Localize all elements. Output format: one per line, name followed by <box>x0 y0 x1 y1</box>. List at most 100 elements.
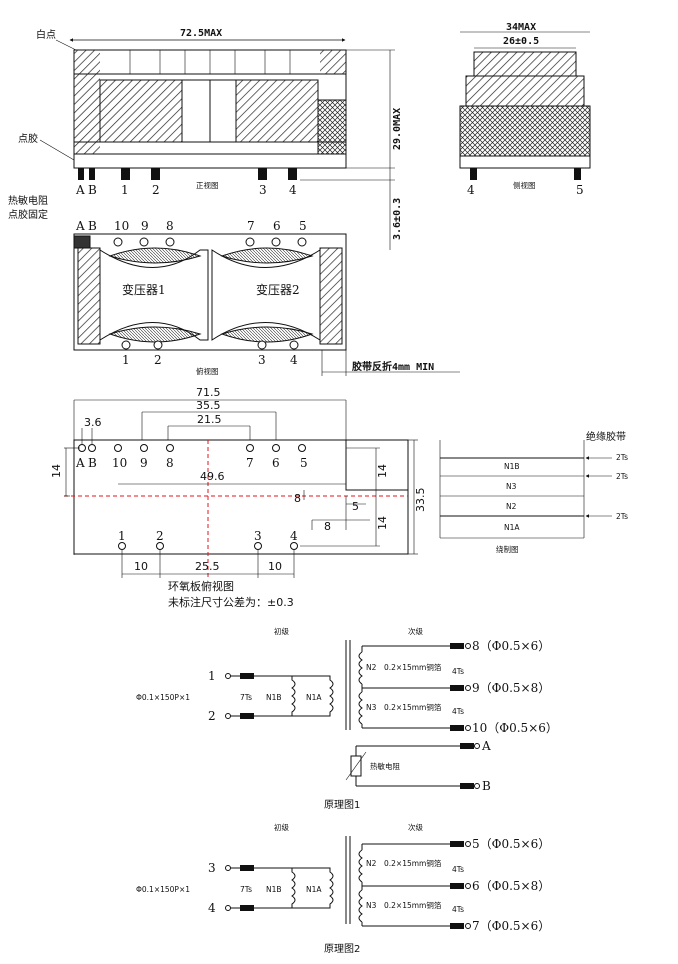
top-bottom-pin-4: 4 <box>290 353 298 367</box>
white-dot-label: 白点 <box>36 28 56 41</box>
top-pin-A: A <box>75 219 85 233</box>
pcb-pin-A: A <box>75 456 85 470</box>
s1-wire-spec: Φ0.1×150P×1 <box>136 693 190 702</box>
pcb-pin-B: B <box>88 456 97 470</box>
dim-10-left: 10 <box>134 560 148 573</box>
s1-turns-primary: 7Ts <box>240 693 252 702</box>
s1-n3: N3 <box>366 703 377 712</box>
pcb-pin-7: 7 <box>246 456 254 470</box>
top-pin-B: B <box>88 219 97 233</box>
dim-25-5: 25.5 <box>195 560 220 573</box>
s1-pin-2: 2 <box>208 709 216 723</box>
s1-primary: 初级 <box>274 626 289 636</box>
side-view-name: 侧视图 <box>513 180 536 190</box>
pcb-pin-8: 8 <box>166 456 174 470</box>
dim-21-5: 21.5 <box>197 413 222 426</box>
schematic-1: 初级 次级 1 2 Φ0.1×150P×1 7Ts N1B N1A N2 <box>136 626 558 811</box>
front-pin-A: A <box>75 183 85 197</box>
pcb-view: 71.5 35.5 21.5 3.6 A B 10 9 8 7 6 <box>50 386 427 609</box>
side-pin-5: 5 <box>576 183 584 197</box>
dim-10-right: 10 <box>268 560 282 573</box>
s1-n2: N2 <box>366 663 377 672</box>
dim-14-right-top: 14 <box>376 464 389 478</box>
s2-primary: 初级 <box>274 822 289 832</box>
thermistor-label: 热敏电阻 <box>8 194 48 207</box>
glue-label: 点胶 <box>18 132 38 145</box>
front-width-dim: 72.5MAX <box>180 28 222 39</box>
layer-n1b: N1B <box>504 462 520 471</box>
turns-1: 2Ts <box>616 453 628 462</box>
s1-n1a: N1A <box>306 693 322 702</box>
front-height-dim: 29.0MAX <box>392 108 403 150</box>
s2-out-7: 7（Φ0.5×6） <box>472 919 550 933</box>
turns-3: 2Ts <box>616 512 628 521</box>
layer-n3: N3 <box>506 482 517 491</box>
dim-14-right-bottom: 14 <box>376 516 389 530</box>
pcb-pin-9: 9 <box>140 456 148 470</box>
winding-view: 绝缘胶带 N1B N3 N2 N1A 2Ts 2Ts 2Ts 绕制图 <box>439 430 628 554</box>
side-pin-4: 4 <box>467 183 475 197</box>
s1-n1b: N1B <box>266 693 282 702</box>
dim-71-5: 71.5 <box>196 386 221 399</box>
s2-secondary: 次级 <box>408 822 423 832</box>
top-pin-9: 9 <box>141 219 149 233</box>
thermistor-label-2: 点胶固定 <box>8 208 48 221</box>
layer-n1a: N1A <box>504 523 520 532</box>
side-inner-dim: 26±0.5 <box>503 36 539 47</box>
s2-n1a: N1A <box>306 885 322 894</box>
front-pin-4: 4 <box>289 183 297 197</box>
top-pin-5: 5 <box>299 219 307 233</box>
s1-foil: 0.2×15mm铜箔 <box>384 662 442 672</box>
pin-length-dim: 3.6±0.3 <box>392 198 403 240</box>
top-view: 热敏电阻 点胶固定 A B 10 9 8 7 6 5 变压器1 变压器2 <box>8 194 460 376</box>
s1-out-9: 9（Φ0.5×8） <box>472 681 550 695</box>
pcb-pin-5: 5 <box>300 456 308 470</box>
s2-title: 原理图2 <box>324 943 360 955</box>
dim-8-b: 8 <box>324 520 331 533</box>
s2-pin-3: 3 <box>208 861 216 875</box>
transformer1-label: 变压器1 <box>122 282 166 297</box>
front-pin-B: B <box>88 183 97 197</box>
dim-3-6: 3.6 <box>84 416 102 429</box>
transformer2-label: 变压器2 <box>256 282 300 297</box>
dim-14-left: 14 <box>50 464 63 478</box>
s2-turns-n2: 4Ts <box>452 865 464 874</box>
layer-n2: N2 <box>506 502 517 511</box>
s1-pin-A: A <box>481 739 491 753</box>
side-outer-dim: 34MAX <box>506 22 536 33</box>
side-view: 34MAX 26±0.5 4 侧视图 5 <box>459 22 591 197</box>
top-bottom-pin-3: 3 <box>258 353 266 367</box>
s2-n3: N3 <box>366 901 377 910</box>
pcb-pin-1: 1 <box>118 529 126 543</box>
top-pin-6: 6 <box>273 219 281 233</box>
s1-out-10: 10（Φ0.5×6） <box>472 721 558 735</box>
s2-out-5: 5（Φ0.5×6） <box>472 837 550 851</box>
top-view-name: 俯视图 <box>196 366 219 376</box>
top-pin-8: 8 <box>166 219 174 233</box>
dim-49-6: 49.6 <box>200 470 225 483</box>
top-bottom-pin-1: 1 <box>122 353 130 367</box>
turns-2: 2Ts <box>616 472 628 481</box>
s2-turns-n3: 4Ts <box>452 905 464 914</box>
s1-foil-2: 0.2×15mm铜箔 <box>384 702 442 712</box>
s1-pin-1: 1 <box>208 669 216 683</box>
s2-turns-primary: 7Ts <box>240 885 252 894</box>
pcb-pin-10: 10 <box>112 456 127 470</box>
s1-turns-n3: 4Ts <box>452 707 464 716</box>
s1-pin-B: B <box>482 779 491 793</box>
s2-n1b: N1B <box>266 885 282 894</box>
pcb-pin-3: 3 <box>254 529 262 543</box>
s2-wire-spec: Φ0.1×150P×1 <box>136 885 190 894</box>
dim-8-a: 8 <box>294 492 301 505</box>
dim-35-5: 35.5 <box>196 399 221 412</box>
pcb-pin-4: 4 <box>290 529 298 543</box>
s2-foil-2: 0.2×15mm铜箔 <box>384 900 442 910</box>
dim-5: 5 <box>352 500 359 513</box>
s1-secondary: 次级 <box>408 626 423 636</box>
tape-note: 胶带反折4mm MIN <box>352 360 434 373</box>
winding-title: 绕制图 <box>496 544 519 554</box>
s1-thermistor: 热敏电阻 <box>370 761 400 771</box>
s1-turns-n2: 4Ts <box>452 667 464 676</box>
front-view-name: 正视图 <box>196 180 219 190</box>
top-bottom-pin-2: 2 <box>154 353 162 367</box>
